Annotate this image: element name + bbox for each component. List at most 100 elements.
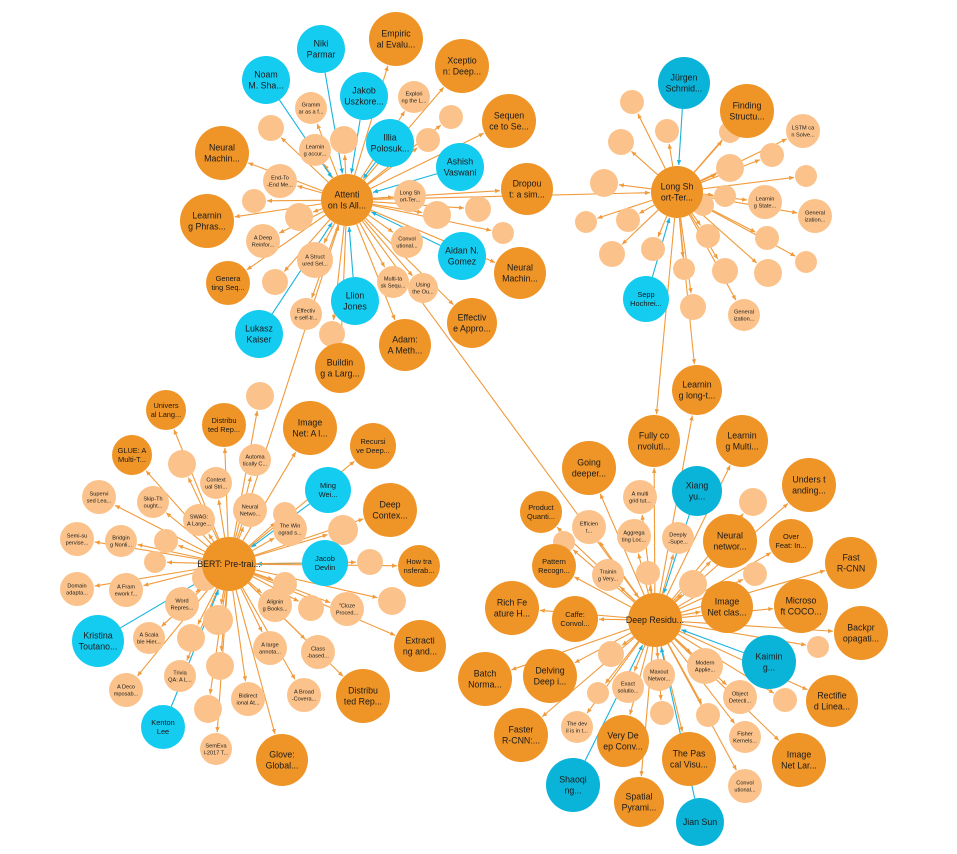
unlabeled-paper-node[interactable] <box>330 126 358 154</box>
unlabeled-paper-node[interactable] <box>739 488 767 516</box>
unlabeled-paper-node[interactable] <box>285 203 313 231</box>
unlabeled-paper-node[interactable] <box>807 636 829 658</box>
unlabeled-paper-node[interactable] <box>328 515 358 545</box>
unlabeled-paper-node[interactable] <box>587 682 609 704</box>
unlabeled-paper-node[interactable] <box>298 595 324 621</box>
unlabeled-paper-node[interactable] <box>492 222 514 244</box>
unlabeled-paper-node[interactable] <box>673 258 695 280</box>
unlabeled-paper-node[interactable] <box>177 624 205 652</box>
unlabeled-paper-node[interactable] <box>194 695 222 723</box>
author-node-au6[interactable]: Aidan N.Gomez <box>438 232 486 280</box>
unlabeled-paper-node[interactable] <box>258 115 284 141</box>
unlabeled-paper-node[interactable] <box>144 551 166 573</box>
unlabeled-paper-node[interactable] <box>575 211 597 233</box>
unlabeled-paper-node[interactable] <box>416 128 440 152</box>
unlabeled-paper-node[interactable] <box>439 105 463 129</box>
unlabeled-paper-node[interactable] <box>598 641 624 667</box>
paper-node-b9[interactable]: Glove:Global... <box>256 734 308 786</box>
unlabeled-paper-node[interactable] <box>743 562 767 586</box>
unlabeled-paper-node[interactable] <box>590 169 618 197</box>
unlabeled-paper-node[interactable] <box>696 224 720 248</box>
unlabeled-paper-node[interactable] <box>242 189 266 213</box>
unlabeled-paper-node[interactable] <box>655 119 679 143</box>
unlabeled-paper-node[interactable] <box>465 196 491 222</box>
unlabeled-paper-node[interactable] <box>795 165 817 187</box>
unlabeled-paper-node[interactable] <box>154 529 178 553</box>
unlabeled-paper-node[interactable] <box>755 226 779 250</box>
unlabeled-paper-node[interactable] <box>712 258 738 284</box>
paper-node-r27[interactable]: Deeply-Supe... <box>662 522 694 554</box>
unlabeled-paper-node[interactable] <box>773 688 797 712</box>
unlabeled-paper-node[interactable] <box>696 703 720 727</box>
unlabeled-paper-node[interactable] <box>608 129 634 155</box>
unlabeled-paper-node[interactable] <box>168 450 196 478</box>
author-node-ra4[interactable]: Jian Sun <box>676 798 724 846</box>
unlabeled-paper-node[interactable] <box>246 382 274 410</box>
unlabeled-paper-node[interactable] <box>616 208 640 232</box>
unlabeled-paper-node[interactable] <box>636 561 660 585</box>
unlabeled-paper-node[interactable] <box>641 237 665 261</box>
